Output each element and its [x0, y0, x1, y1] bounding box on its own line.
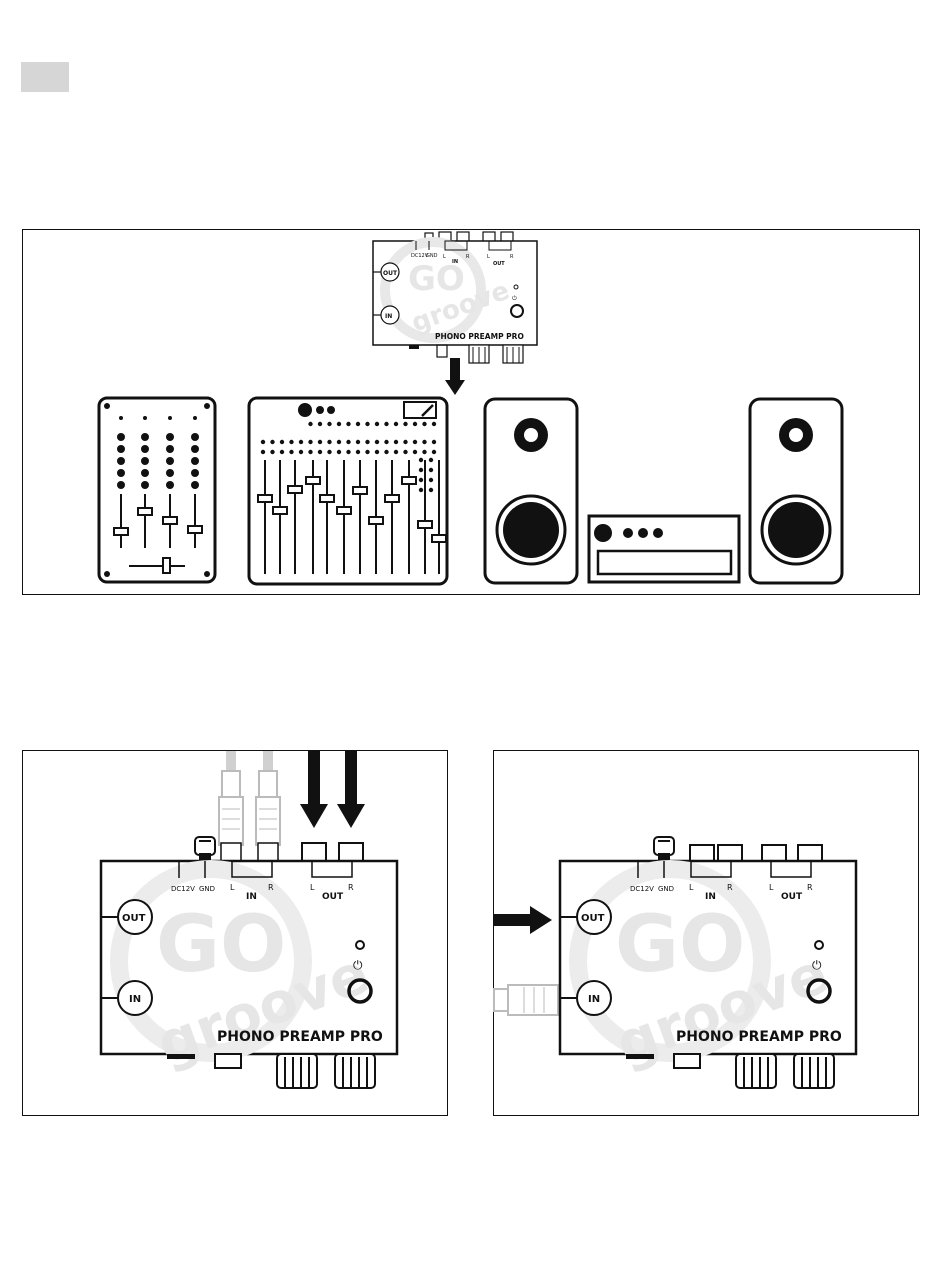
- din-plug-icon: [494, 985, 558, 1015]
- preamp-device: GO groove DC12V GND L R IN L R OUT OUT I…: [560, 861, 856, 1088]
- device-title: PHONO PREAMP PRO: [676, 1029, 842, 1045]
- power-symbol: ⏻: [353, 958, 363, 972]
- dj-mixer-icon: [99, 398, 215, 582]
- preamp-device: GO groove DC12V GND L R IN L R OUT OUT I…: [101, 861, 397, 1088]
- arrow-icon: [300, 751, 328, 828]
- speaker-icon: [485, 399, 577, 583]
- in-right-label: R: [268, 883, 274, 892]
- connection-overview-panel: GO groove DC12V GND L R IN L R OUT OUT I…: [22, 229, 920, 595]
- gnd-label: GND: [658, 885, 674, 893]
- power-symbol: ⏻: [812, 958, 822, 972]
- out-right-label: R: [348, 883, 354, 892]
- dc-label: DC12V: [630, 885, 654, 893]
- in-right-label: R: [466, 254, 470, 260]
- din-out-label: OUT: [122, 913, 146, 924]
- amplifier-icon: [589, 516, 739, 582]
- in-left-label: L: [230, 883, 235, 892]
- din-in-label: IN: [385, 313, 392, 320]
- arrow-icon: [337, 751, 365, 828]
- power-plug-icon: [195, 837, 215, 861]
- in-left-label: L: [689, 883, 694, 892]
- din-in-label: IN: [588, 994, 600, 1005]
- in-left-label: L: [443, 254, 446, 260]
- in-label: IN: [452, 259, 458, 265]
- rca-plug-icon: [219, 751, 243, 861]
- device-title: PHONO PREAMP PRO: [217, 1029, 383, 1045]
- arrow-icon: [494, 906, 552, 934]
- out-label: OUT: [493, 261, 505, 267]
- din-out-label: OUT: [581, 913, 605, 924]
- speaker-icon: [750, 399, 842, 583]
- in-right-label: R: [727, 883, 733, 892]
- studio-mixer-icon: [249, 398, 447, 584]
- power-plug-icon: [654, 837, 674, 861]
- din-out-label: OUT: [383, 270, 398, 277]
- out-left-label: L: [310, 883, 315, 892]
- gnd-label: GND: [426, 253, 438, 259]
- rca-plug-icon: [256, 751, 280, 861]
- preamp-device-small: GO groove DC12V GND L R IN L R OUT OUT I…: [373, 232, 537, 363]
- device-title: PHONO PREAMP PRO: [435, 332, 524, 341]
- output-connection-panel: GO groove DC12V GND L R IN L R OUT OUT I…: [22, 750, 448, 1116]
- arrow-icon: [445, 358, 465, 395]
- power-symbol: ⏻: [512, 295, 517, 302]
- section-marker: [21, 62, 69, 92]
- in-label: IN: [705, 892, 716, 902]
- gnd-label: GND: [199, 885, 215, 893]
- input-connection-panel: GO groove DC12V GND L R IN L R OUT OUT I…: [493, 750, 919, 1116]
- out-label: OUT: [781, 892, 803, 902]
- dc-label: DC12V: [171, 885, 195, 893]
- out-left-label: L: [487, 254, 490, 260]
- out-right-label: R: [807, 883, 813, 892]
- out-label: OUT: [322, 892, 344, 902]
- out-right-label: R: [510, 254, 514, 260]
- din-in-label: IN: [129, 994, 141, 1005]
- in-label: IN: [246, 892, 257, 902]
- out-left-label: L: [769, 883, 774, 892]
